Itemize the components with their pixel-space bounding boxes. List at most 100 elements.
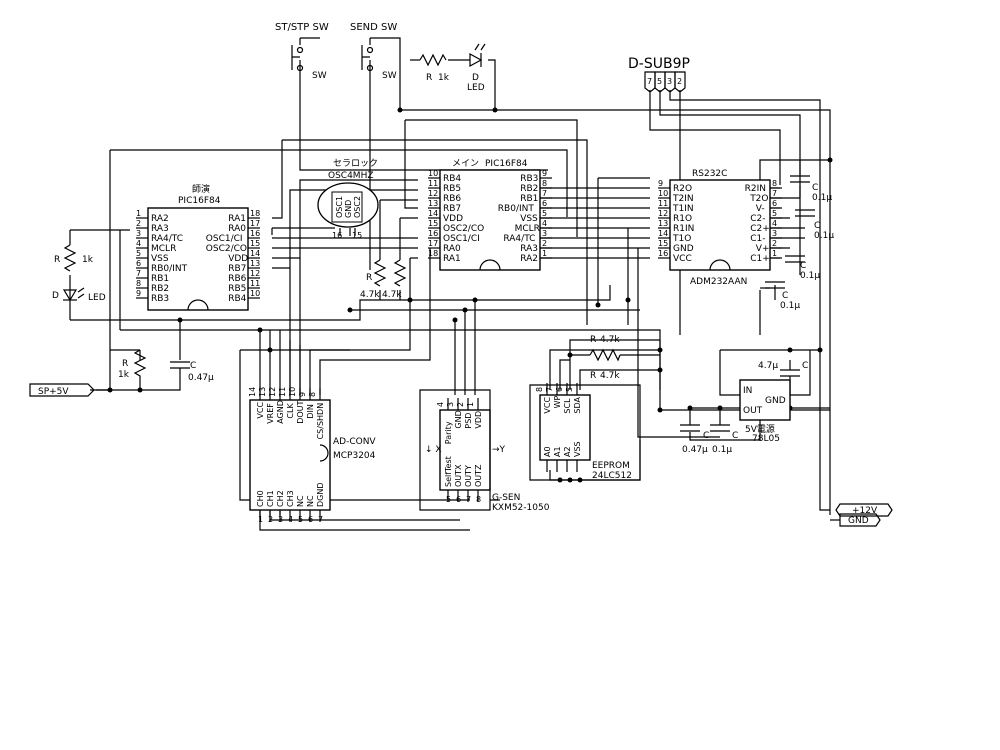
pin-name: A0 bbox=[543, 446, 552, 457]
sw2-label: SW bbox=[382, 71, 397, 81]
eeprom-part: 24LC512 bbox=[592, 471, 632, 481]
pin-number: 12 bbox=[658, 209, 668, 218]
pin-number: 5 bbox=[542, 209, 547, 218]
r47-2-value: 4.7k bbox=[600, 371, 620, 381]
adc-title: AD-CONV bbox=[333, 437, 376, 447]
pin-number: 7 bbox=[318, 515, 323, 524]
dsub9p: D-SUB9P 7 5 3 2 bbox=[628, 56, 690, 93]
pin-number: 6 bbox=[555, 387, 564, 392]
pin-number: 1 bbox=[258, 515, 263, 524]
power-c2-value: 0.1μ bbox=[712, 445, 732, 455]
cap1-name: C bbox=[812, 183, 818, 193]
sp5v-tag: SP+5V bbox=[29, 383, 95, 397]
cap3-name: C bbox=[800, 261, 806, 271]
pin-name: RB4 bbox=[228, 294, 246, 304]
pin-number: 16 bbox=[428, 229, 438, 238]
pin-number: 15 bbox=[428, 219, 438, 228]
pin-number: 4 bbox=[436, 402, 445, 407]
pin-number: 4 bbox=[772, 219, 777, 228]
pin-name: T2O bbox=[749, 194, 768, 204]
pic-left-title2: PIC16F84 bbox=[178, 196, 221, 206]
pin-number: 2 bbox=[542, 239, 547, 248]
sw2-title: SEND SW bbox=[350, 22, 397, 33]
pin-name: VCC bbox=[256, 402, 265, 419]
adc-part: MCP3204 bbox=[333, 451, 376, 461]
pin-number: 8 bbox=[308, 392, 317, 397]
pin-name: RB4 bbox=[443, 174, 461, 184]
pin-number: 8 bbox=[772, 179, 777, 188]
pic-left: 師演 PIC16F84 1RA22RA33RA4/TC4MCLR5VSS6RB0… bbox=[136, 183, 260, 311]
pin-name: PSD bbox=[464, 413, 473, 429]
pin-number: 14 bbox=[658, 229, 668, 238]
r47-1-name: R bbox=[590, 335, 596, 345]
power-c3-value: 4.7μ bbox=[758, 361, 778, 371]
dsub-title: D-SUB9P bbox=[628, 56, 690, 72]
led-left-d-label: LED bbox=[88, 293, 106, 303]
sw1-title: ST/STP SW bbox=[275, 22, 329, 33]
pin-name: RB2 bbox=[151, 284, 169, 294]
cap1-value: 0.1μ bbox=[812, 193, 832, 203]
pin-name: RB2 bbox=[520, 184, 538, 194]
pin-name: RB0/INT bbox=[151, 264, 188, 274]
pin-name: RA0 bbox=[443, 244, 461, 254]
pin-number: 5 bbox=[772, 209, 777, 218]
pin-name: RA0 bbox=[228, 224, 246, 234]
pin-name: C2- bbox=[750, 214, 765, 224]
pin-number: 6 bbox=[308, 515, 313, 524]
power-part: 78L05 bbox=[752, 434, 780, 444]
pin-name: VDD bbox=[443, 214, 463, 224]
pin-name: RB1 bbox=[520, 194, 538, 204]
pin-number: 12 bbox=[428, 189, 438, 198]
dsub-pin-2: 2 bbox=[677, 77, 682, 86]
pin-number: 4 bbox=[288, 515, 293, 524]
pin-number: 11 bbox=[428, 179, 438, 188]
pin-number: 2 bbox=[772, 239, 777, 248]
pin-name: VCC bbox=[543, 397, 552, 414]
pin-name: RB0/INT bbox=[498, 204, 535, 214]
pin-number: 7 bbox=[545, 387, 554, 392]
power-gnd: GND bbox=[765, 396, 786, 406]
pin-number: 14 bbox=[250, 249, 260, 258]
pin-name: VCC bbox=[673, 254, 692, 264]
rs232-part: ADM232AAN bbox=[690, 277, 747, 287]
pin-number: 8 bbox=[476, 495, 481, 504]
rc-r-value: 1k bbox=[118, 370, 130, 380]
pin-number: 9 bbox=[298, 392, 307, 397]
osc-pin3: OSC2 bbox=[353, 196, 362, 218]
pin-name: RB7 bbox=[443, 204, 461, 214]
pin-name: AGND bbox=[276, 400, 285, 424]
pin-name: V- bbox=[756, 204, 765, 214]
cap3-value: 0.1μ bbox=[800, 271, 820, 281]
pin-name: CH3 bbox=[286, 490, 295, 507]
pin-number: 10 bbox=[658, 189, 668, 198]
pin-name: A1 bbox=[553, 446, 562, 457]
pin-number: 4 bbox=[136, 239, 141, 248]
pin-number: 13 bbox=[428, 199, 438, 208]
pin-number: 9 bbox=[542, 169, 547, 178]
pin-name: NC bbox=[296, 495, 305, 507]
pin-name: RA1 bbox=[443, 254, 461, 264]
dsub-pin-5: 5 bbox=[657, 77, 662, 86]
pin-name: SCL bbox=[563, 398, 572, 414]
pin-number: 10 bbox=[250, 289, 260, 298]
pin-number: 17 bbox=[250, 219, 260, 228]
pin-name: T2IN bbox=[672, 194, 694, 204]
pin-number: 5 bbox=[136, 249, 141, 258]
pin-name: VDD bbox=[228, 254, 248, 264]
pin-name: R2O bbox=[673, 184, 692, 194]
pin-number: 8 bbox=[542, 179, 547, 188]
pin-name: R1IN bbox=[673, 224, 694, 234]
pin-number: 2 bbox=[456, 402, 465, 407]
pin-name: C1- bbox=[750, 234, 765, 244]
led-top-r-name: R bbox=[426, 73, 432, 83]
osc-title1: セラロック bbox=[333, 158, 378, 169]
eeprom-title: EEPROM bbox=[592, 461, 630, 471]
pin-number: 11 bbox=[250, 279, 260, 288]
pin-number: 3 bbox=[136, 229, 141, 238]
pin-number: 2 bbox=[268, 515, 273, 524]
led-left-d-name: D bbox=[52, 291, 59, 301]
osc-n16: 16 bbox=[332, 231, 342, 240]
pin-name: C1+ bbox=[750, 254, 770, 264]
pin-name: T1O bbox=[672, 234, 691, 244]
